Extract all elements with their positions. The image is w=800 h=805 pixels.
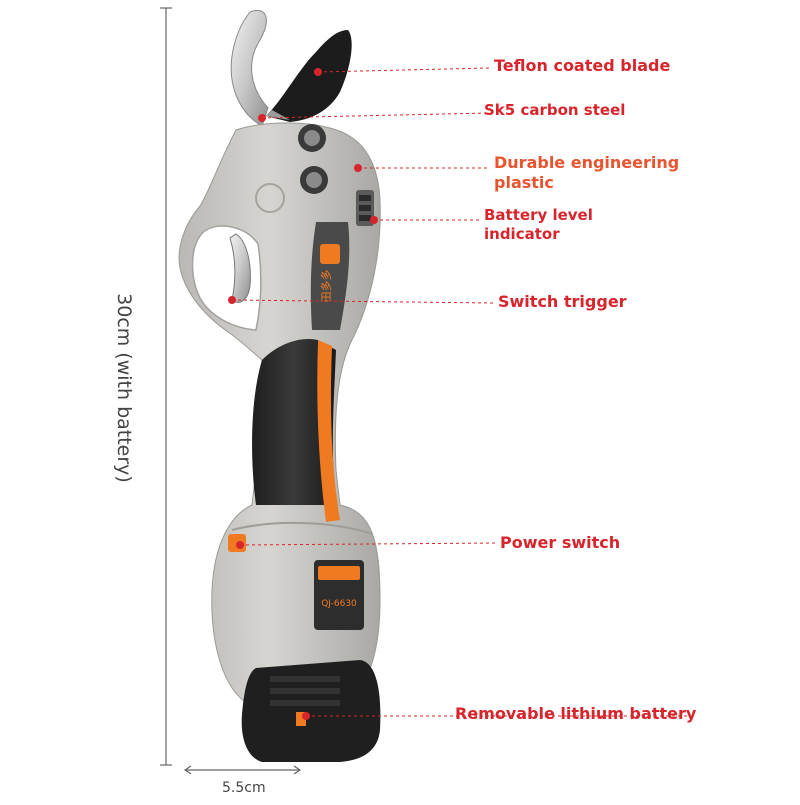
label-power-switch: Power switch [500, 533, 621, 552]
lithium-battery [241, 660, 381, 762]
emboss-logo [255, 183, 285, 213]
label-switch-trigger: Switch trigger [498, 292, 627, 311]
height-dimension-line [160, 7, 172, 766]
label-lithium-battery: Removable lithium battery [455, 704, 697, 723]
callout-leaders [231, 67, 690, 717]
label-engineering-plastic-1: Durable engineering [494, 153, 680, 172]
width-dimension-line [183, 765, 302, 775]
battery-release-button [296, 712, 306, 726]
switch-trigger [229, 233, 251, 303]
pivot-gears [298, 124, 328, 194]
callout-dots [228, 68, 378, 720]
teflon-blade [266, 30, 352, 122]
steel-hook-blade [230, 10, 269, 127]
label-engineering-plastic-2: plastic [494, 173, 554, 192]
brand-logo-text: 田多多 [319, 270, 333, 303]
height-dimension-label: 30cm (with battery) [113, 293, 135, 483]
rubber-grip [252, 338, 336, 505]
label-battery-indicator-2: indicator [484, 225, 560, 243]
orange-grip-stripe [317, 340, 340, 522]
width-dimension-label: 5.5cm [222, 780, 266, 796]
label-teflon-blade: Teflon coated blade [494, 56, 671, 75]
model-number: QJ-6630 [321, 599, 357, 609]
label-battery-indicator-1: Battery level [484, 206, 593, 224]
label-carbon-steel: Sk5 carbon steel [484, 101, 626, 119]
